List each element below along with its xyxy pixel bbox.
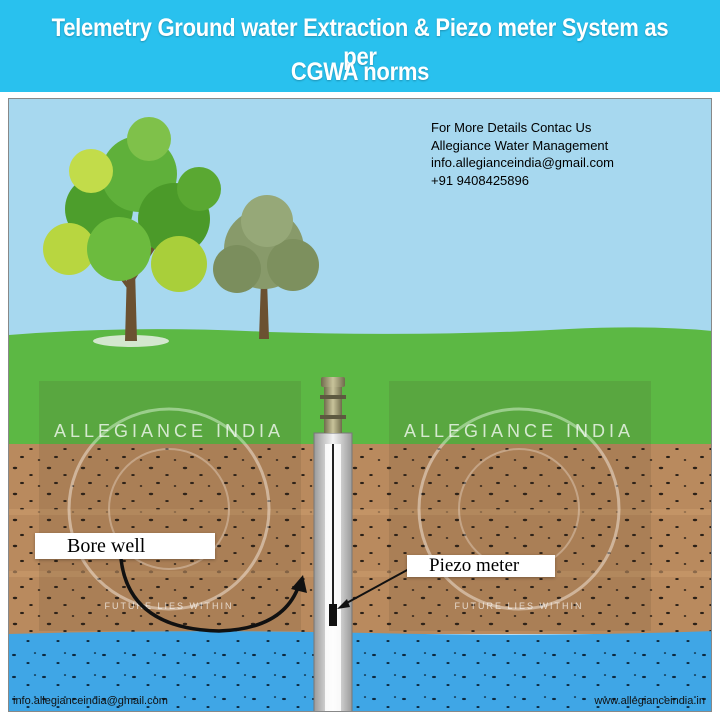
watermark-brand-left: ALLEGIANCE INDIA — [54, 421, 284, 441]
contact-heading: For More Details Contac Us — [431, 120, 592, 135]
bore-well-label: Bore well — [35, 533, 215, 559]
bore-well-arrow — [119, 558, 301, 633]
bore-well-arrowhead — [291, 575, 307, 593]
contact-company: Allegiance Water Management — [431, 137, 609, 153]
title-line-1: Telemetry Ground water Extraction & Piez… — [51, 14, 669, 71]
title-line-2: CGWA norms — [290, 58, 430, 86]
watermark-tagline-right: FUTURE LIES WITHIN — [454, 601, 583, 611]
scene-drawing: ALLEGIANCE INDIA ALLEGIANCE INDIA FUTURE… — [9, 99, 711, 711]
piezo-meter-label: Piezo meter — [407, 555, 555, 577]
contact-block: For More Details Contac Us Allegiance Wa… — [431, 119, 614, 189]
watermark-right — [389, 381, 651, 631]
footer-email: info.allegianceindia@gmail.com — [13, 695, 168, 707]
contact-phone: +91 9408425896 — [431, 172, 529, 188]
footer-website: www.allegianceindia.in — [594, 695, 705, 707]
large-tree — [43, 117, 221, 347]
contact-email: info.allegianceindia@gmail.com — [431, 155, 615, 170]
grass — [9, 327, 711, 444]
title-banner: Telemetry Ground water Extraction & Piez… — [0, 0, 720, 92]
watermark-left — [39, 381, 301, 631]
piezo-arrow — [342, 568, 410, 606]
watermark-tagline-left: FUTURE LIES WITHIN — [104, 601, 233, 611]
piezo-sensor — [320, 377, 346, 626]
groundwater-illustration: ALLEGIANCE INDIA ALLEGIANCE INDIA FUTURE… — [8, 98, 712, 712]
watermark-brand-right: ALLEGIANCE INDIA — [404, 421, 634, 441]
small-tree — [213, 195, 319, 339]
piezo-arrowhead — [337, 599, 350, 609]
